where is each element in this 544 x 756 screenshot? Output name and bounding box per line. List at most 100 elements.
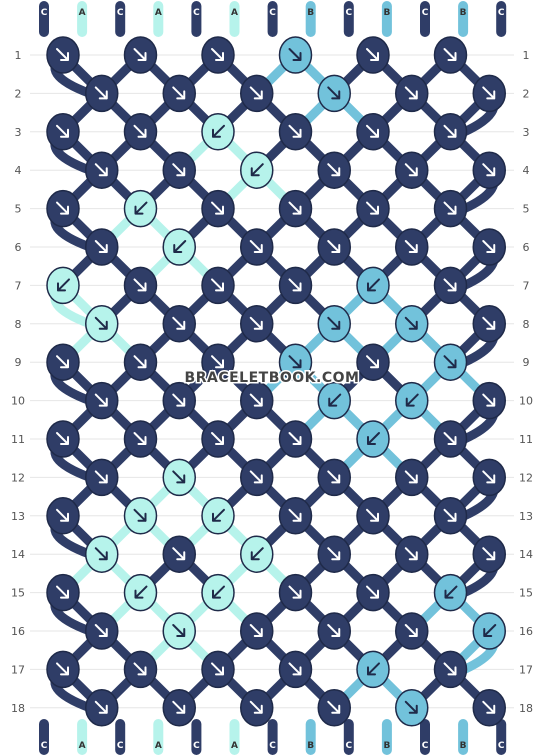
row-number-left: 17 [11,663,25,676]
row-number-right: 10 [519,395,533,408]
knot-arrow-icon [56,508,69,522]
knot [472,458,506,497]
knot [201,420,235,458]
knot-arrow-icon [172,393,186,407]
knot-arrow-icon [250,163,264,177]
knot-arrow-icon [327,700,341,714]
knot-arrow-icon [249,240,263,253]
knot [278,650,313,689]
row-number-left: 2 [15,87,22,100]
row-number-right: 16 [519,625,533,638]
knot [317,381,351,420]
knot-arrow-icon [94,240,108,253]
knot-arrow-icon [482,700,496,714]
knot [162,151,196,189]
knot [201,650,235,689]
knot-arrow-icon [133,124,147,138]
knot [433,420,468,458]
knot [278,113,313,151]
knot [395,228,429,266]
knot [472,305,506,343]
top-string-label: C [498,8,505,18]
top-string-label: B [460,8,467,18]
knot-arrow-icon [94,547,108,561]
knot-arrow-icon [482,86,496,100]
knot [123,420,158,458]
knot [46,650,80,689]
bottom-string-label: C [117,741,124,751]
knot [317,689,351,727]
knot [356,266,390,305]
row-number-right: 17 [519,663,533,676]
knot [123,113,158,151]
knot [201,113,235,151]
knot-arrow-icon [366,508,379,522]
row-number-right: 1 [523,49,530,62]
knot [433,113,468,151]
row-number-left: 6 [15,241,22,254]
knot [85,74,119,113]
knot-arrow-icon [327,470,341,484]
knot-arrow-icon [443,48,457,61]
knot [433,36,468,74]
knot-arrow-icon [288,124,302,138]
knot-arrow-icon [366,124,379,138]
knot-arrow-icon [133,48,147,61]
knot-arrow-icon [134,201,148,215]
row-number-left: 16 [11,625,25,638]
knot-arrow-icon [57,278,70,292]
knot-arrow-icon [443,662,457,676]
knot [201,189,235,228]
knot-arrow-icon [327,163,341,177]
knot [162,458,196,497]
bottom-string-label: A [79,741,86,751]
knot-arrow-icon [482,547,496,561]
watermark: BRACELETBOOK.COM [185,370,360,386]
knot [356,36,390,74]
knot [433,497,468,535]
knot-arrow-icon [404,624,418,637]
knot-arrow-icon [94,86,108,100]
knot [278,343,313,381]
knot-arrow-icon [249,470,263,484]
knot-arrow-icon [56,124,69,138]
knot-arrow-icon [56,585,69,599]
knot [433,650,468,689]
knot [46,420,80,458]
knot-arrow-icon [249,316,263,330]
knot [201,497,235,535]
knot-arrow-icon [482,163,496,177]
knot-arrow-icon [404,470,418,484]
knot-arrow-icon [327,240,341,253]
knot [240,305,274,343]
knot-arrow-icon [211,662,224,676]
knot-arrow-icon [56,355,69,369]
knot [123,343,158,381]
knot-arrow-icon [56,432,69,445]
knot [395,305,429,343]
knot [46,343,80,381]
top-string-label: C [269,8,276,18]
knot-arrow-icon [404,240,418,253]
knot [162,228,196,266]
knot-arrow-icon [367,432,380,445]
knot [356,497,390,535]
knot [46,113,80,151]
row-number-left: 12 [11,471,25,484]
knot-arrow-icon [443,355,457,369]
knot-arrow-icon [249,700,263,714]
row-number-left: 18 [11,702,25,715]
knot-arrow-icon [94,393,108,407]
top-string-label: C [345,8,352,18]
knot [162,689,196,727]
bottom-string-label: B [307,741,314,751]
knot-arrow-icon [483,624,497,637]
knot-arrow-icon [443,201,457,215]
top-string-label: B [307,8,314,18]
knot-arrow-icon [366,48,379,61]
knot [201,573,235,612]
knot [85,458,119,497]
knot-arrow-icon [94,700,108,714]
